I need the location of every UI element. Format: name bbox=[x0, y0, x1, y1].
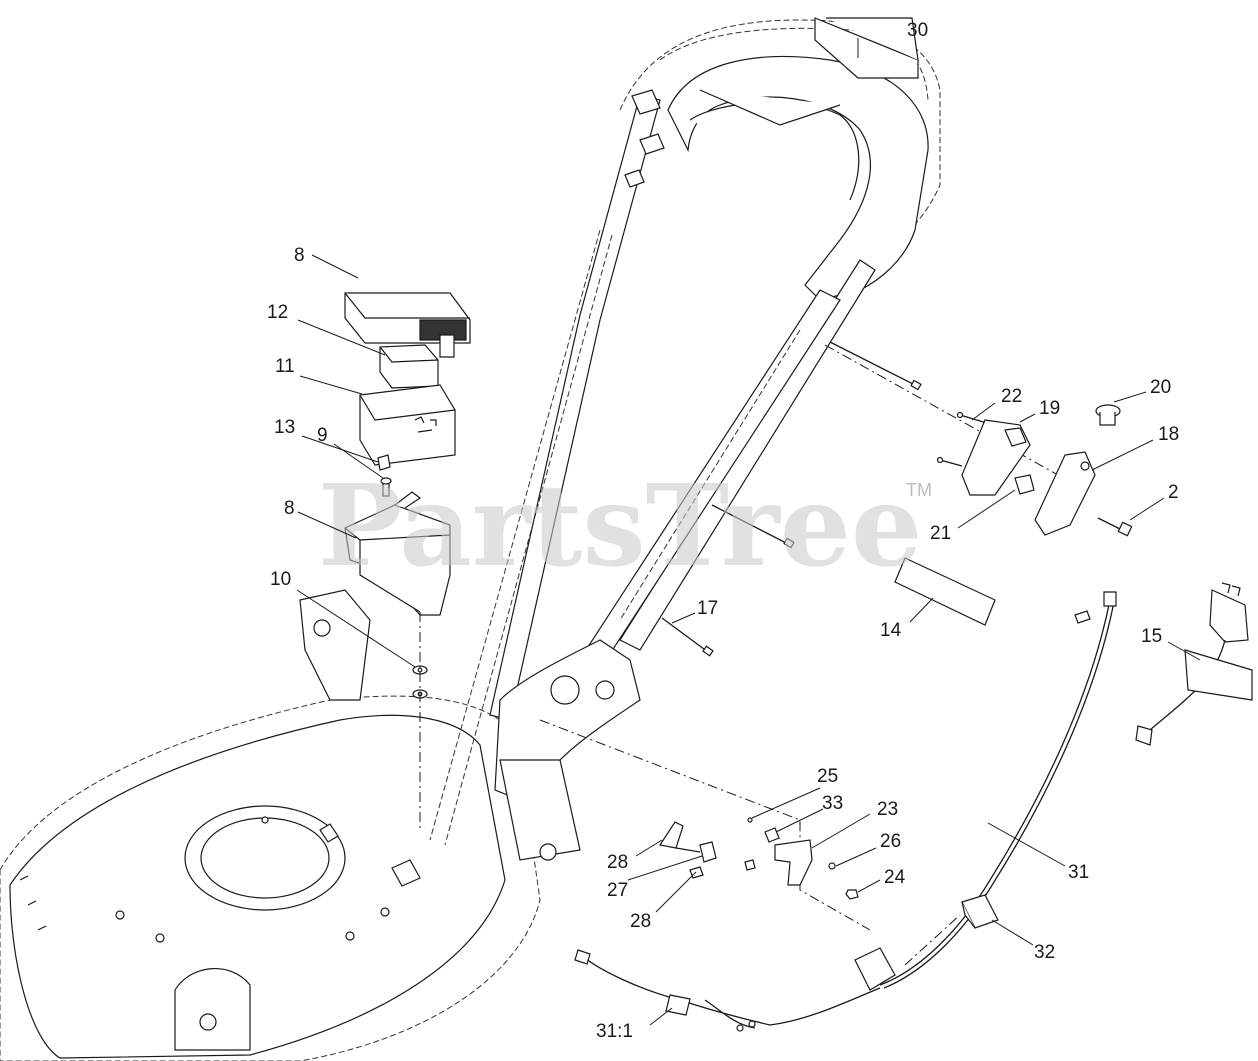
watermark-tm: TM bbox=[906, 480, 932, 500]
callout-8-lower: 8 bbox=[284, 498, 295, 519]
part-21-clip[interactable] bbox=[1014, 474, 1035, 495]
callout-9: 9 bbox=[317, 425, 328, 446]
callout-25: 25 bbox=[817, 766, 838, 787]
callout-15: 15 bbox=[1141, 626, 1162, 647]
part-17-rod[interactable] bbox=[661, 617, 714, 657]
part-28-bracket-upper[interactable] bbox=[659, 821, 684, 849]
callout-10: 10 bbox=[270, 569, 291, 590]
handle-assembly bbox=[299, 19, 941, 861]
callout-20: 20 bbox=[1150, 377, 1171, 398]
callout-32: 32 bbox=[1034, 942, 1055, 963]
part-25-pin[interactable] bbox=[747, 817, 753, 823]
callout-31: 31 bbox=[1068, 862, 1089, 883]
part-20-bushing[interactable] bbox=[1095, 404, 1121, 426]
callout-33: 33 bbox=[822, 793, 843, 814]
part-12-block[interactable] bbox=[379, 344, 439, 389]
part-15-charger[interactable] bbox=[1135, 582, 1253, 746]
part-14-decal[interactable] bbox=[894, 557, 996, 626]
part-9-screw[interactable] bbox=[380, 477, 392, 497]
part-32-module[interactable] bbox=[961, 894, 999, 929]
callout-31-1: 31:1 bbox=[596, 1021, 633, 1042]
callout-26: 26 bbox=[880, 831, 901, 852]
part-31-harness[interactable] bbox=[879, 591, 1117, 989]
callout-27: 27 bbox=[607, 880, 628, 901]
switch-axis-line bbox=[539, 719, 871, 931]
part-2-bolt[interactable] bbox=[1097, 517, 1133, 537]
handle-rod-upper bbox=[829, 341, 922, 391]
part-11-battery-pack[interactable] bbox=[359, 384, 456, 466]
callout-24: 24 bbox=[884, 867, 906, 888]
callout-14: 14 bbox=[880, 620, 902, 641]
callout-12: 12 bbox=[267, 302, 288, 323]
part-31-1-harness-branch[interactable] bbox=[574, 949, 881, 1032]
part-10-washers[interactable] bbox=[412, 665, 428, 699]
part-13-clip[interactable] bbox=[377, 454, 391, 471]
part-23-lever[interactable] bbox=[744, 839, 813, 886]
part-19-mount[interactable] bbox=[961, 419, 1031, 496]
callout-28-upper: 28 bbox=[607, 852, 628, 873]
callout-21: 21 bbox=[930, 523, 951, 544]
part-24-nut[interactable] bbox=[845, 889, 859, 900]
callout-19: 19 bbox=[1039, 398, 1060, 419]
watermark-brand: PartsTree bbox=[318, 461, 922, 592]
module-axis-line bbox=[904, 914, 961, 966]
handle-rod-mid bbox=[711, 504, 795, 549]
callout-2: 2 bbox=[1168, 482, 1179, 503]
part-26-washer[interactable] bbox=[828, 862, 836, 870]
callout-22: 22 bbox=[1001, 386, 1022, 407]
part-8-battery[interactable] bbox=[344, 292, 471, 358]
part-33-spring[interactable] bbox=[764, 827, 780, 843]
part-22-screws[interactable] bbox=[936, 411, 991, 467]
switch-housing bbox=[854, 947, 896, 991]
callout-30: 30 bbox=[907, 20, 928, 41]
callout-13: 13 bbox=[274, 417, 295, 438]
bracket-axis-line bbox=[824, 344, 1086, 491]
callout-11: 11 bbox=[275, 356, 295, 377]
callout-17: 17 bbox=[697, 598, 718, 619]
callout-18: 18 bbox=[1158, 424, 1179, 445]
callout-labels: 30 8 12 11 13 9 8 10 22 19 20 18 2 21 14… bbox=[267, 20, 1179, 1042]
part-30-decal[interactable] bbox=[814, 17, 919, 79]
leader-lines bbox=[296, 38, 1201, 1026]
callout-8-top: 8 bbox=[294, 245, 305, 266]
part-18-cover[interactable] bbox=[1034, 451, 1096, 536]
callout-28-lower: 28 bbox=[630, 911, 651, 932]
mower-deck bbox=[0, 695, 541, 1061]
part-27-switch[interactable] bbox=[675, 841, 717, 863]
callout-23: 23 bbox=[877, 799, 898, 820]
part-8-battery-tray[interactable] bbox=[344, 491, 451, 616]
